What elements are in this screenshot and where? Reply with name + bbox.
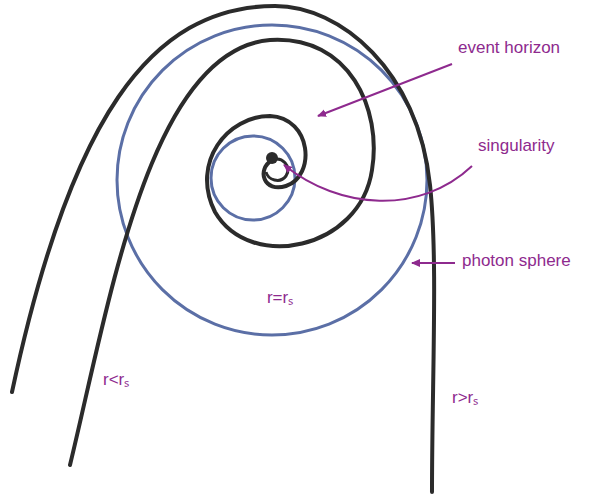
path-label: r>rₛ [452, 388, 478, 408]
event-horizon-circle [211, 136, 295, 220]
photon-path-outer [12, 6, 434, 492]
leader-line [412, 262, 455, 264]
leader-line [284, 165, 472, 201]
photon-path-spiral [70, 40, 374, 465]
singularity-dot [266, 152, 278, 164]
callout-label: singularity [478, 136, 555, 156]
callout-label: photon sphere [462, 251, 571, 271]
path-label: r<rₛ [103, 370, 129, 390]
photon-sphere-circle [117, 25, 427, 335]
region-label: r=rₛ [267, 288, 293, 308]
callout-label: event horizon [458, 38, 560, 58]
leader-line [318, 64, 452, 116]
